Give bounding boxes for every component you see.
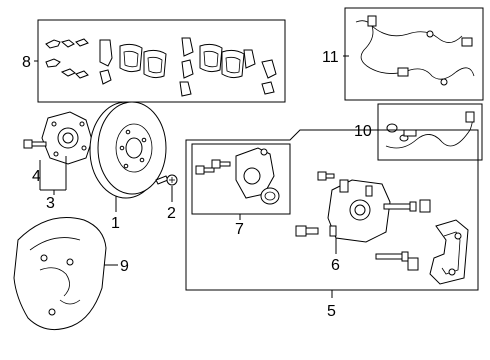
pad-clips	[45, 38, 89, 79]
speed-sensor-group: 10	[354, 103, 483, 161]
splash-shield: 9	[13, 217, 129, 331]
harness-group: 11	[322, 7, 484, 101]
callout-8: 8	[22, 54, 31, 71]
caliper-body	[295, 171, 391, 243]
callout-6: 6	[331, 257, 340, 274]
caliper-group: 7 6	[185, 129, 479, 320]
caliper-assembly-outline	[185, 129, 479, 291]
speed-sensor-cable	[385, 111, 474, 149]
harness-box	[344, 7, 484, 101]
hub-bolt	[23, 139, 47, 149]
sensor-harness	[355, 20, 475, 80]
callout-11: 11	[322, 49, 339, 66]
callout-3: 3	[46, 195, 55, 212]
callout-10: 10	[354, 123, 372, 140]
pad-kit-group: 8	[22, 19, 286, 103]
callout-9: 9	[120, 258, 129, 275]
speed-sensor-box	[377, 103, 483, 161]
piston-kit	[195, 147, 280, 205]
guide-pins	[375, 199, 431, 271]
brake-pads	[119, 43, 245, 79]
pad-shims	[99, 37, 277, 97]
disc-screw: 2	[155, 174, 178, 222]
callout-4: 4	[32, 168, 41, 185]
brake-disc: 1	[89, 101, 167, 232]
callout-7: 7	[235, 221, 244, 238]
callout-1: 1	[111, 215, 120, 232]
piston-kit-box	[191, 143, 291, 215]
caliper-bracket	[429, 219, 469, 285]
hub-assembly: 4 3	[23, 111, 93, 212]
callout-5: 5	[327, 303, 336, 320]
callout-2: 2	[167, 205, 176, 222]
